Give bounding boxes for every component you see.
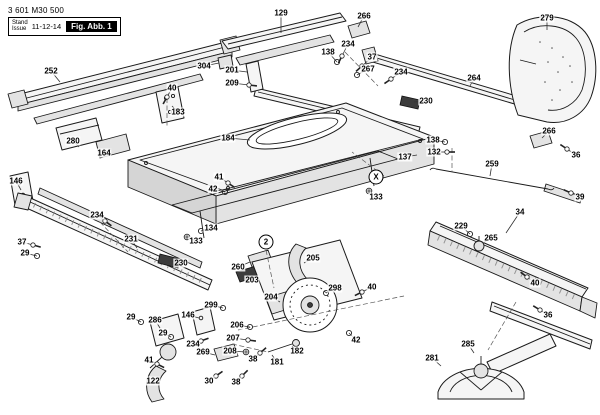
rod-259-part <box>429 167 555 191</box>
callout-40: 40 <box>366 282 378 292</box>
issue-date: 11-12-14 <box>31 21 62 31</box>
callout-39: 39 <box>574 192 586 202</box>
callout-36: 36 <box>570 150 582 160</box>
callout-267: 267 <box>360 64 376 74</box>
callout-279: 279 <box>539 13 555 23</box>
callout-133: 133 <box>368 192 384 202</box>
callout-137: 137 <box>397 152 413 162</box>
part-number: 3 601 M30 500 <box>8 6 64 15</box>
callout-231: 231 <box>123 234 139 244</box>
callout-234: 234 <box>89 210 105 220</box>
callout-234: 234 <box>185 339 201 349</box>
callout-138: 138 <box>320 47 336 57</box>
callout-209: 209 <box>224 78 240 88</box>
callout-132: 132 <box>426 147 442 157</box>
callout-252: 252 <box>43 66 59 76</box>
figure-label: Fig. Abb. 1 <box>66 20 117 32</box>
callout-36: 36 <box>542 310 554 320</box>
rail-252-part <box>7 35 241 125</box>
callout-304: 304 <box>196 61 212 71</box>
rail-231-part <box>13 187 213 291</box>
callout-164: 164 <box>96 148 112 158</box>
callout-146: 146 <box>180 310 196 320</box>
callout-129: 129 <box>273 8 289 18</box>
callout-42: 42 <box>350 335 362 345</box>
stand-issue-label: Stand Issue <box>12 20 28 33</box>
callout-37: 37 <box>16 237 28 247</box>
callout-181: 181 <box>269 357 285 367</box>
callout-41: 41 <box>143 355 155 365</box>
callout-269: 269 <box>195 347 211 357</box>
callout-208: 208 <box>222 346 238 356</box>
small-bracket-266-top-part <box>347 20 371 39</box>
callout-38: 38 <box>230 377 242 387</box>
callout-133: 133 <box>188 236 204 246</box>
callout-203: 203 <box>244 275 260 285</box>
callout-230: 230 <box>418 96 434 106</box>
callout-184: 184 <box>220 133 236 143</box>
callout-205: 205 <box>305 253 321 263</box>
callout-134: 134 <box>203 223 219 233</box>
fence-129-part <box>221 12 347 66</box>
callout-146: 146 <box>8 176 24 186</box>
dark-wedge-230-top-part <box>399 95 421 110</box>
callout-41: 41 <box>213 172 225 182</box>
callout-286: 286 <box>147 315 163 325</box>
callout-229: 229 <box>453 221 469 231</box>
callout-X: X <box>368 169 384 185</box>
callout-259: 259 <box>484 159 500 169</box>
callout-234: 234 <box>393 67 409 77</box>
callout-38: 38 <box>247 354 259 364</box>
callout-42: 42 <box>207 184 219 194</box>
callout-40: 40 <box>166 83 178 93</box>
callout-122: 122 <box>145 376 161 386</box>
side-cover-279-part <box>508 16 597 124</box>
title-block: 3 601 M30 500 Stand Issue 11-12-14 Fig. … <box>8 6 121 36</box>
knob-265-part <box>473 236 485 252</box>
callout-265: 265 <box>483 233 499 243</box>
callout-29: 29 <box>157 328 169 338</box>
callout-298: 298 <box>327 283 343 293</box>
callout-29: 29 <box>19 248 31 258</box>
callout-260: 260 <box>230 262 246 272</box>
callout-281: 281 <box>424 353 440 363</box>
callout-264: 264 <box>466 73 482 83</box>
callout-206: 206 <box>229 320 245 330</box>
callout-234: 234 <box>340 39 356 49</box>
callout-37: 37 <box>366 52 378 62</box>
callout-207: 207 <box>225 333 241 343</box>
callout-40: 40 <box>529 278 541 288</box>
table-top-part <box>127 102 435 225</box>
callout-280: 280 <box>65 136 81 146</box>
callout-201: 201 <box>224 65 240 75</box>
front-rail-34-part <box>427 221 598 319</box>
callout-266: 266 <box>541 126 557 136</box>
miter-gauge-285-part <box>437 333 557 400</box>
callout-299: 299 <box>203 300 219 310</box>
callout-204: 204 <box>263 292 279 302</box>
callout-183: 183 <box>170 107 186 117</box>
callout-29: 29 <box>125 312 137 322</box>
callout-266: 266 <box>356 11 372 21</box>
callout-30: 30 <box>203 376 215 386</box>
callout-230: 230 <box>173 258 189 268</box>
callout-138: 138 <box>425 135 441 145</box>
callout-285: 285 <box>460 339 476 349</box>
callout-2: 2 <box>258 234 274 250</box>
callout-182: 182 <box>289 346 305 356</box>
issue-box: Stand Issue 11-12-14 Fig. Abb. 1 <box>8 17 121 36</box>
callout-34: 34 <box>514 207 526 217</box>
